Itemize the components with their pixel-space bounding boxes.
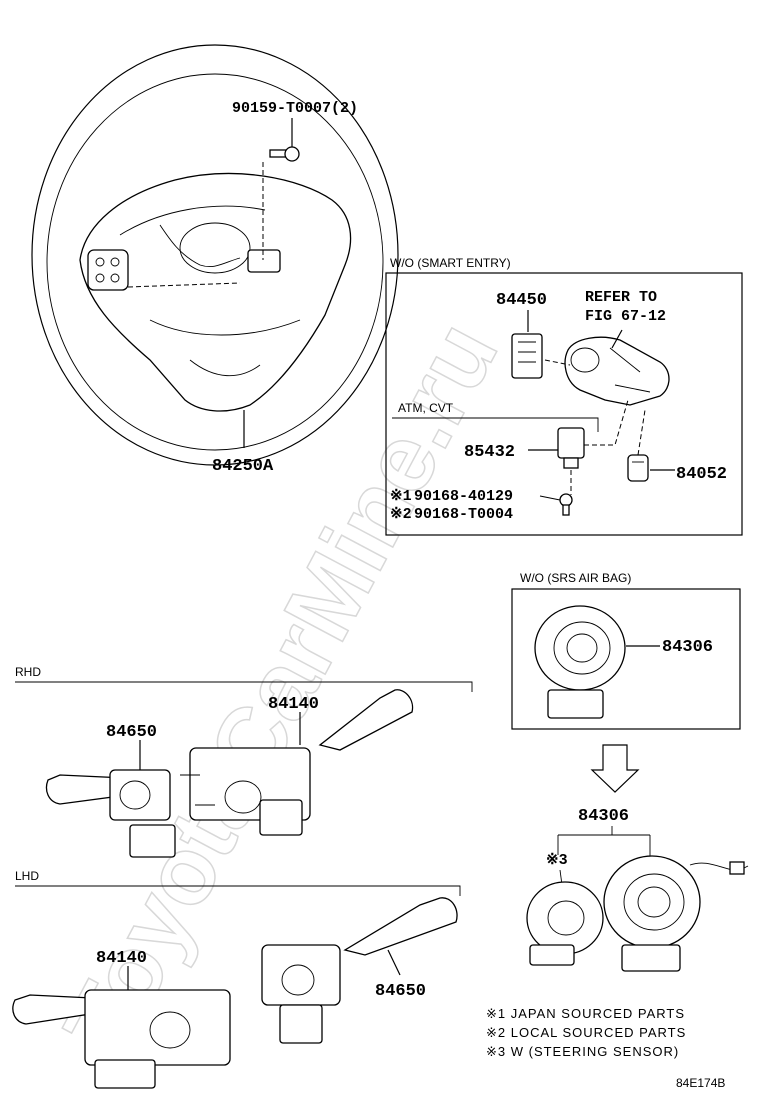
- transponder-coil-part: [511, 310, 543, 379]
- part-number-84052: 84052: [676, 465, 727, 484]
- part-number-84450: 84450: [496, 291, 547, 310]
- part-number-rhd-84650: 84650: [106, 723, 157, 742]
- bolt1-mark: ※1: [390, 488, 412, 505]
- group-label-srs-airbag: W/O (SRS AIR BAG): [520, 571, 631, 585]
- steering-sensor-part: [526, 881, 604, 966]
- bolt2-mark: ※2: [390, 506, 412, 523]
- part-number-spiral-main: 84306: [578, 807, 629, 826]
- screw-icon: [269, 146, 300, 162]
- legend-item-3: ※3 W (STEERING SENSOR): [486, 1044, 679, 1059]
- part-number-screw: 90159-T0007(2): [232, 100, 358, 117]
- part-number-rhd-84140: 84140: [268, 695, 319, 714]
- figure-code: 84E174B: [676, 1076, 725, 1090]
- spiral-cable-part-boxed: [534, 605, 660, 719]
- srs-airbag-frame: [511, 588, 741, 730]
- part-number-bolt1: 90168-40129: [414, 488, 513, 505]
- part-number-bolt2: 90168-T0004: [414, 506, 513, 523]
- group-label-atm-cvt: ATM, CVT: [398, 401, 454, 415]
- part-number-85432: 85432: [464, 443, 515, 462]
- legend-item-1: ※1 JAPAN SOURCED PARTS: [486, 1006, 685, 1021]
- group-label-rhd: RHD: [15, 665, 41, 679]
- part-number-spiral-boxed: 84306: [662, 638, 713, 657]
- group-label-lhd: LHD: [15, 869, 39, 883]
- steering-sensor-mark: ※3: [546, 852, 568, 869]
- refer-text-line1: REFER TO: [585, 289, 657, 306]
- rhd-wiper-switch-part: [45, 769, 176, 858]
- part-number-steering-wheel: 84250A: [212, 457, 274, 476]
- down-arrow-icon: [590, 744, 640, 793]
- steering-wheel-assembly: [31, 44, 399, 466]
- shift-lock-switch-part: [528, 427, 585, 469]
- group-label-smart-entry: W/O (SMART ENTRY): [390, 256, 511, 270]
- part-number-lhd-84650: 84650: [375, 982, 426, 1001]
- lhd-turn-signal-switch-part: [12, 989, 231, 1089]
- spiral-cable-part-main: [603, 855, 749, 972]
- rhd-turn-signal-switch-part: [180, 689, 414, 836]
- part-number-lhd-84140: 84140: [96, 949, 147, 968]
- ignition-switch-part: [564, 329, 670, 406]
- key-cylinder-part: [627, 454, 675, 482]
- smart-entry-frame: [385, 272, 743, 536]
- refer-text-line2: FIG 67-12: [585, 308, 666, 325]
- lhd-wiper-switch-part: [261, 897, 458, 1044]
- bolt-icon: [559, 493, 573, 516]
- legend-item-2: ※2 LOCAL SOURCED PARTS: [486, 1025, 686, 1040]
